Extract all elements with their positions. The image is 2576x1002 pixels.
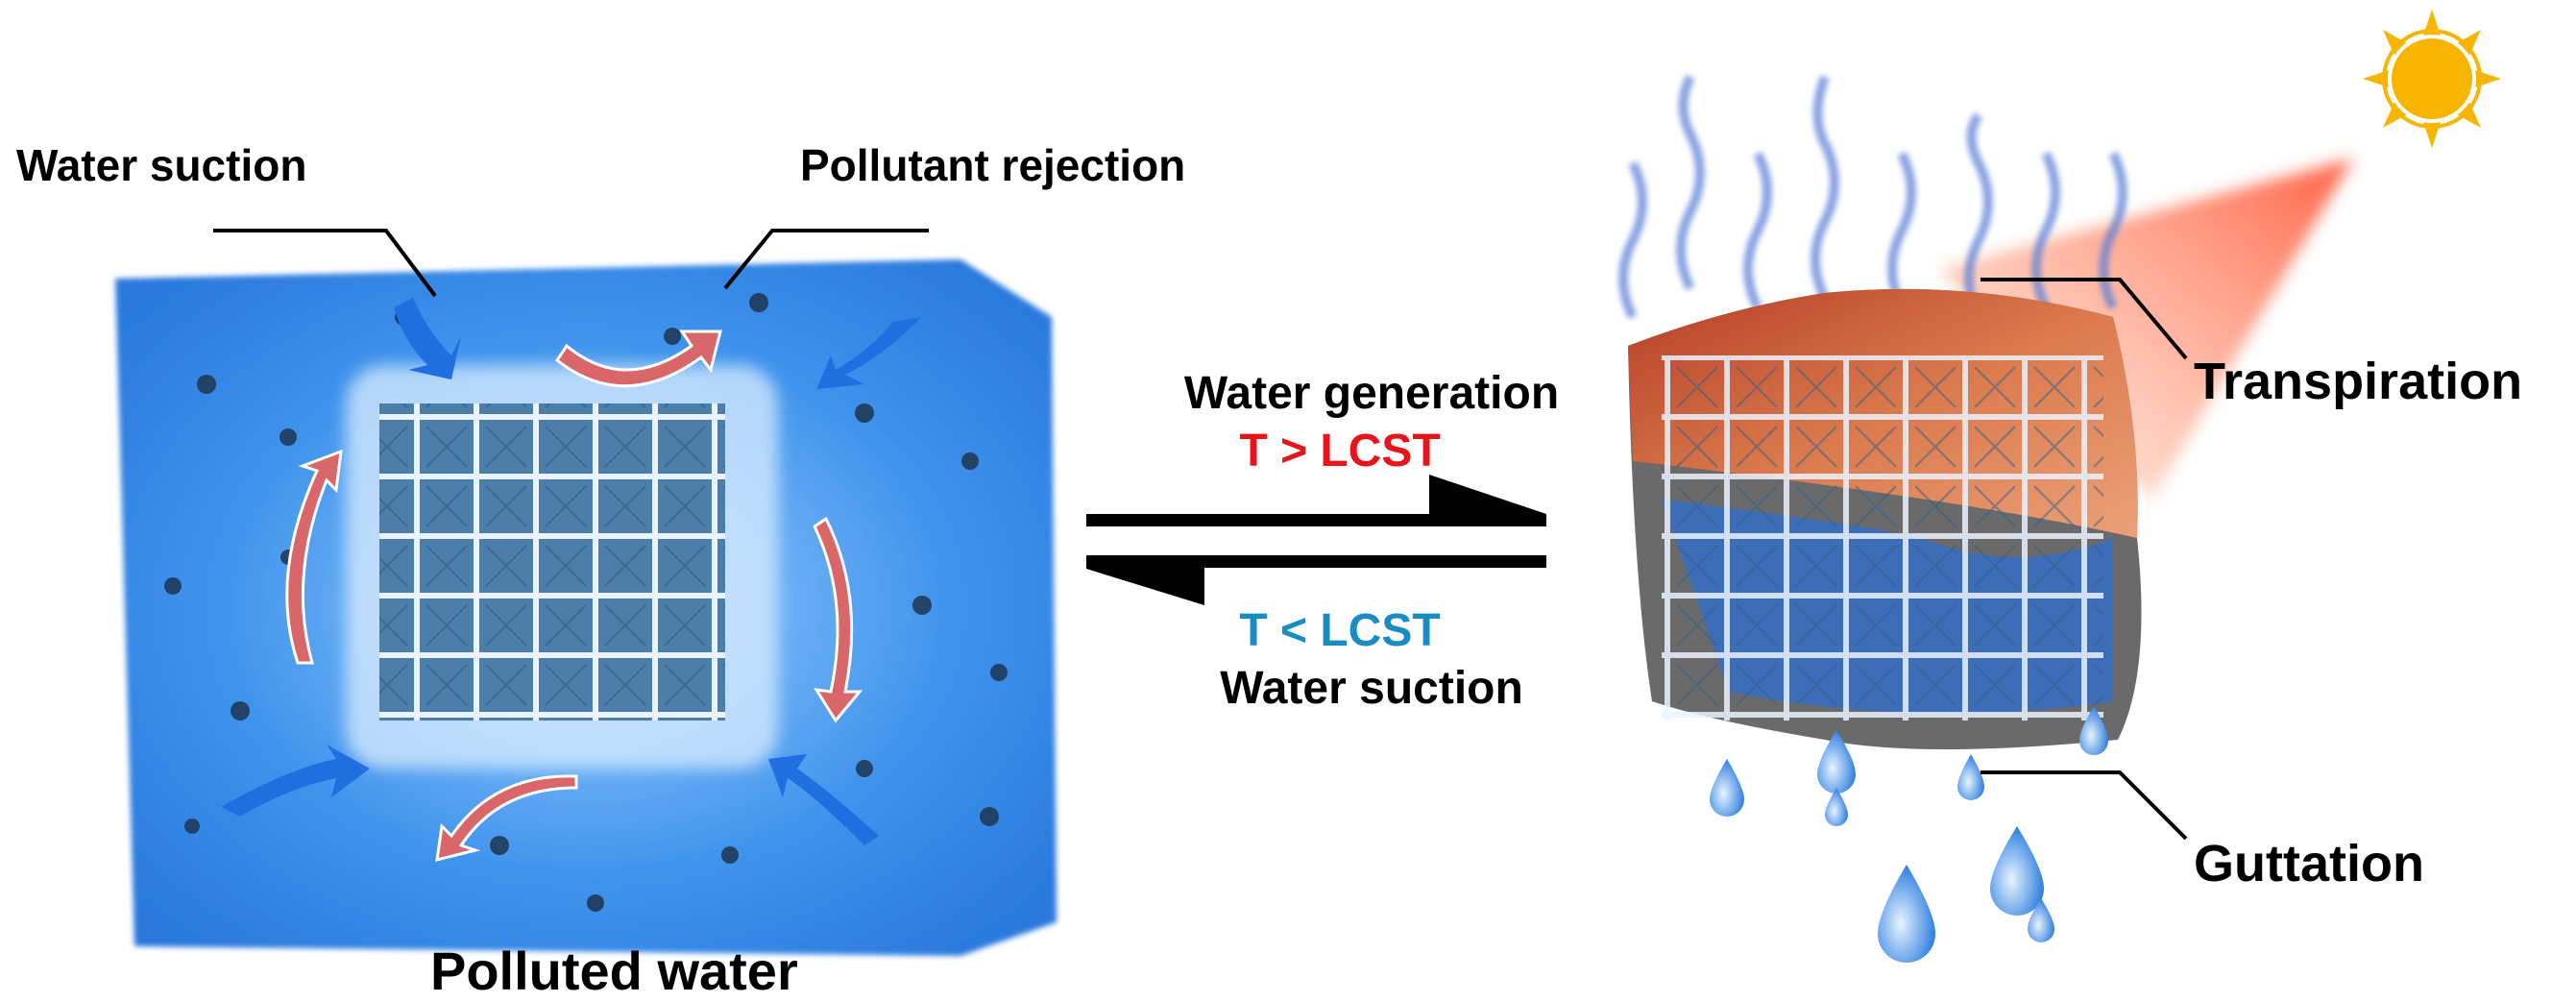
condition-above-lcst: T > LCST bbox=[1239, 426, 1440, 477]
rejection-arrow-icon bbox=[285, 330, 863, 862]
forward-arrow-icon bbox=[1086, 475, 1546, 526]
equilibrium-arrows: Water generation T > LCST T < LCST Water… bbox=[1086, 368, 1559, 714]
suction-arrow-icon bbox=[221, 298, 922, 845]
hydrogel-cube-swollen bbox=[346, 365, 778, 769]
label-guttation: Guttation bbox=[2194, 835, 2424, 892]
label-water-suction: Water suction bbox=[16, 140, 306, 190]
label-transpiration: Transpiration bbox=[2194, 353, 2522, 410]
vapor-icon bbox=[1618, 74, 2127, 320]
sun-icon bbox=[2363, 10, 2501, 148]
label-water-generation: Water generation bbox=[1184, 368, 1559, 419]
polluted-water-tank: Water suction Pollutant rejection Pollut… bbox=[16, 140, 1185, 1001]
heated-hydrogel-panel: Transpiration Guttation bbox=[1618, 10, 2522, 963]
reverse-arrow-icon bbox=[1086, 555, 1546, 605]
label-polluted-water: Polluted water bbox=[430, 941, 798, 1001]
leader-line-pollutant-rejection bbox=[723, 229, 929, 290]
leader-line-water-suction bbox=[213, 229, 437, 298]
label-water-suction-reverse: Water suction bbox=[1220, 663, 1523, 714]
label-pollutant-rejection: Pollutant rejection bbox=[800, 140, 1185, 190]
condition-below-lcst: T < LCST bbox=[1239, 605, 1440, 656]
water-droplet-icons bbox=[1710, 706, 2108, 963]
leader-line-guttation bbox=[1981, 770, 2188, 841]
hydrogel-cube-heated bbox=[1628, 288, 2142, 749]
leader-line-transpiration bbox=[1981, 278, 2188, 360]
pollutant-particles bbox=[164, 293, 1008, 912]
